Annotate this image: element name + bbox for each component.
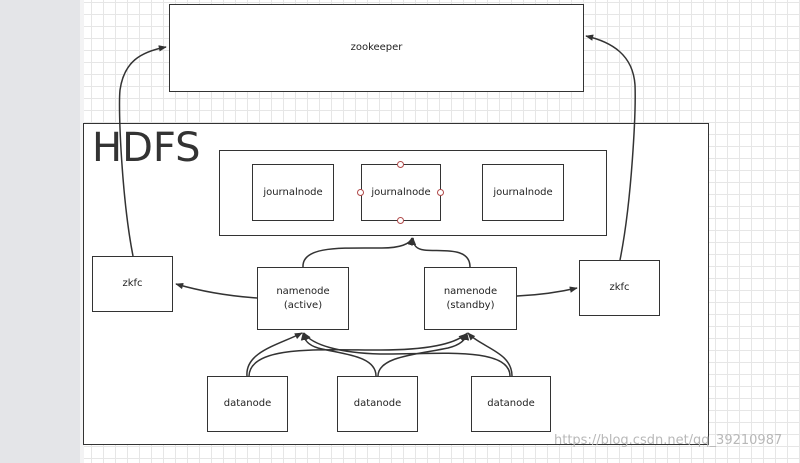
journalnode-1[interactable]: journalnode <box>252 164 334 221</box>
datanode-1[interactable]: datanode <box>207 376 288 432</box>
zkfc-left-node[interactable]: zkfc <box>92 256 173 312</box>
zookeeper-node[interactable]: zookeeper <box>169 4 584 92</box>
zkfc-right-label: zkfc <box>609 282 630 293</box>
namenode-active-line1: namenode <box>276 285 330 297</box>
sidebar-divider[interactable] <box>80 0 84 463</box>
left-sidebar-panel <box>0 0 80 463</box>
namenode-active-line2: (active) <box>283 299 323 311</box>
resize-handle-right[interactable] <box>437 189 444 196</box>
namenode-standby-line2: (standby) <box>446 299 495 311</box>
zkfc-right-node[interactable]: zkfc <box>579 260 660 316</box>
hdfs-title: HDFS <box>92 125 201 171</box>
namenode-active[interactable]: namenode (active) <box>257 267 349 330</box>
datanode-3-label: datanode <box>487 398 535 409</box>
datanode-1-label: datanode <box>223 398 272 409</box>
datanode-3[interactable]: datanode <box>471 376 551 432</box>
zkfc-left-label: zkfc <box>122 278 143 289</box>
namenode-standby-line1: namenode <box>443 285 498 297</box>
journalnode-1-label: journalnode <box>263 186 323 198</box>
journalnode-3[interactable]: journalnode <box>482 164 564 221</box>
datanode-2-label: datanode <box>353 398 402 409</box>
journalnode-2-label: journalnode <box>371 186 431 198</box>
watermark-url: https://blog.csdn.net/qq_39210987 <box>554 433 783 448</box>
resize-handle-left[interactable] <box>357 189 364 196</box>
namenode-standby[interactable]: namenode (standby) <box>424 267 517 330</box>
journalnode-2[interactable]: journalnode <box>361 164 441 221</box>
datanode-2[interactable]: datanode <box>337 376 418 432</box>
resize-handle-top[interactable] <box>397 161 404 168</box>
zookeeper-label: zookeeper <box>350 42 403 53</box>
journalnode-3-label: journalnode <box>493 186 553 198</box>
resize-handle-bottom[interactable] <box>397 217 404 224</box>
